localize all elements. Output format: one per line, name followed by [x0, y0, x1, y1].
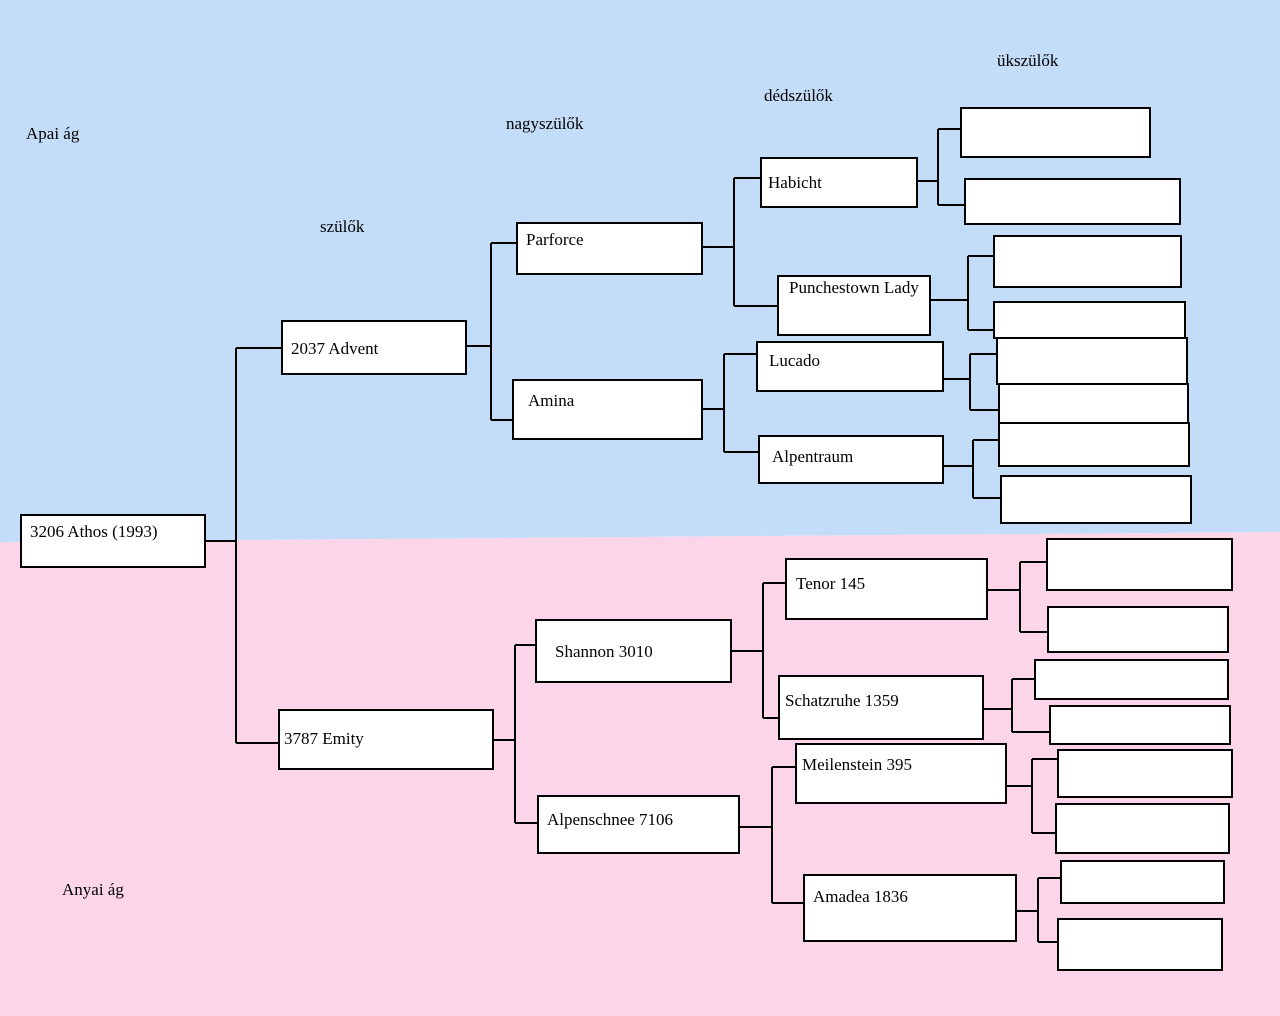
great-great-grandparent-box-16 — [1057, 918, 1223, 971]
great-great-grandparent-box-8 — [1000, 475, 1192, 524]
great-great-grandparent-box-11 — [1034, 659, 1229, 700]
connector-9 — [931, 255, 993, 331]
great-great-grandparent-box-14 — [1055, 803, 1230, 854]
connector-5 — [703, 353, 758, 453]
connector-3 — [494, 644, 537, 824]
connector-4 — [703, 177, 777, 307]
great-grandparent-box-3: Lucado — [756, 341, 944, 392]
great-grandparents-column-label: dédszülők — [764, 86, 833, 105]
connector-12 — [988, 561, 1047, 633]
great-grandparent-box-1: Habicht — [760, 157, 918, 208]
sire-box: 2037 Advent — [281, 320, 467, 375]
great-great-grandparent-box-4 — [993, 301, 1186, 339]
great-great-grandparent-box-13 — [1057, 749, 1233, 798]
great-grandparent-box-5: Tenor 145 — [785, 558, 988, 620]
connector-8 — [918, 128, 964, 206]
connector-11 — [944, 439, 1000, 499]
connector-6 — [732, 582, 785, 719]
great-great-grandparent-box-2 — [964, 178, 1181, 225]
maternal-granddam-box: Alpenschnee 7106 — [537, 795, 740, 854]
great-great-grandparent-box-10 — [1047, 606, 1229, 653]
paternal-grandsire-box: Parforce — [516, 222, 703, 275]
great-great-grandparent-box-3 — [993, 235, 1182, 288]
great-grandparent-box-6: Schatzruhe 1359 — [778, 675, 984, 740]
connector-13 — [984, 678, 1049, 733]
maternal-branch-label: Anyai ág — [62, 880, 124, 899]
parents-column-label: szülők — [320, 217, 365, 236]
great-great-grandparent-box-12 — [1049, 705, 1231, 745]
paternal-granddam-box: Amina — [512, 379, 703, 440]
maternal-grandsire-box: Shannon 3010 — [535, 619, 732, 683]
great-grandparent-box-4: Alpentraum — [758, 435, 944, 484]
connector-14 — [1007, 758, 1057, 834]
great-great-grandparent-box-6 — [998, 383, 1189, 424]
great-grandparent-box-8: Amadea 1836 — [803, 874, 1017, 942]
connector-2 — [467, 242, 516, 421]
connector-15 — [1017, 877, 1060, 943]
great-great-grandparent-box-15 — [1060, 860, 1225, 904]
great-great-grandparent-box-9 — [1046, 538, 1233, 591]
connector-1 — [206, 347, 281, 744]
paternal-branch-label: Apai ág — [26, 124, 80, 143]
great-great-grandparent-box-7 — [998, 422, 1190, 467]
dam-box: 3787 Emity — [278, 709, 494, 770]
great-grandparent-box-7: Meilenstein 395 — [795, 743, 1007, 804]
subject-box: 3206 Athos (1993) — [20, 514, 206, 568]
great-great-grandparent-box-5 — [996, 337, 1188, 385]
great-great-grandparents-column-label: ükszülők — [997, 51, 1059, 70]
connector-10 — [944, 353, 998, 411]
grandparents-column-label: nagyszülők — [506, 114, 584, 133]
great-great-grandparent-box-1 — [960, 107, 1151, 158]
great-grandparent-box-2: Punchestown Lady — [777, 275, 931, 336]
connector-7 — [740, 766, 803, 904]
